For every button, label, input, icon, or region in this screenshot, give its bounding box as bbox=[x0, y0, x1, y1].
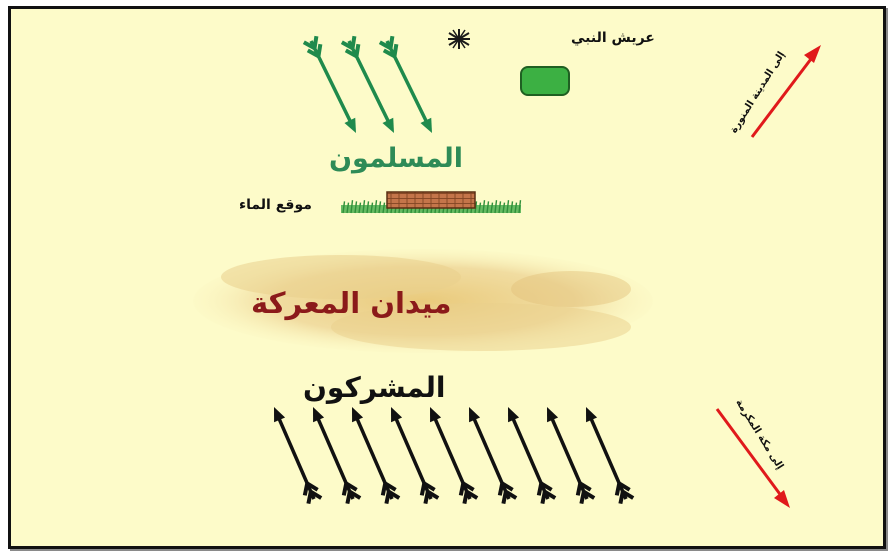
battle-map bbox=[193, 29, 821, 508]
polytheists-label: المشركون bbox=[303, 371, 446, 404]
polytheist-arrow bbox=[547, 407, 596, 505]
prophet-shelter-box bbox=[520, 66, 570, 96]
battlefield-sand bbox=[193, 249, 653, 353]
polytheist-arrow bbox=[391, 407, 440, 505]
palm-tree-icon bbox=[448, 29, 470, 49]
muslim-arrow bbox=[302, 35, 356, 133]
polytheist-arrow bbox=[430, 407, 479, 505]
water-location-label: موقع الماء bbox=[239, 197, 312, 213]
battle-map-frame: عريش النبي المسلمون موقع الماء ميدان الم… bbox=[8, 6, 886, 549]
to-madinah-arrow bbox=[750, 45, 821, 138]
muslim-arrow bbox=[378, 35, 432, 133]
water-location bbox=[341, 191, 522, 214]
polytheist-arrow bbox=[586, 407, 635, 505]
muslim-forces-arrows bbox=[302, 35, 432, 133]
polytheist-arrow bbox=[508, 407, 557, 505]
polytheist-arrow bbox=[352, 407, 401, 505]
polytheist-arrow bbox=[313, 407, 362, 505]
prophet-shelter-label: عريش النبي bbox=[571, 30, 655, 46]
battlefield-label: ميدان المعركة bbox=[251, 286, 452, 320]
polytheist-arrow bbox=[469, 407, 518, 505]
polytheist-forces-arrows bbox=[274, 407, 635, 505]
to-makkah-arrow bbox=[715, 408, 790, 508]
polytheist-arrow bbox=[274, 407, 323, 505]
brick-well-icon bbox=[386, 191, 476, 209]
muslims-label: المسلمون bbox=[329, 143, 464, 174]
muslim-arrow bbox=[340, 35, 394, 133]
